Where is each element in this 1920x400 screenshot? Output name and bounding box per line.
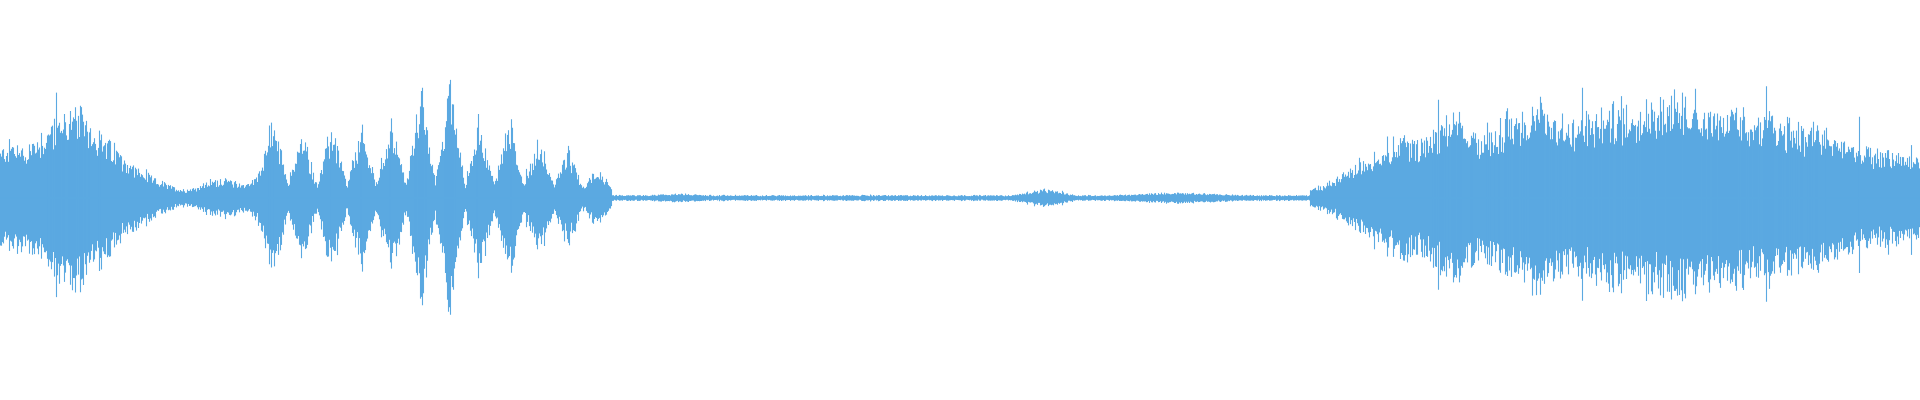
waveform-segment-1: [0, 92, 259, 298]
waveform-segment-2: [257, 79, 613, 315]
waveform-segment-4: [1309, 86, 1920, 302]
